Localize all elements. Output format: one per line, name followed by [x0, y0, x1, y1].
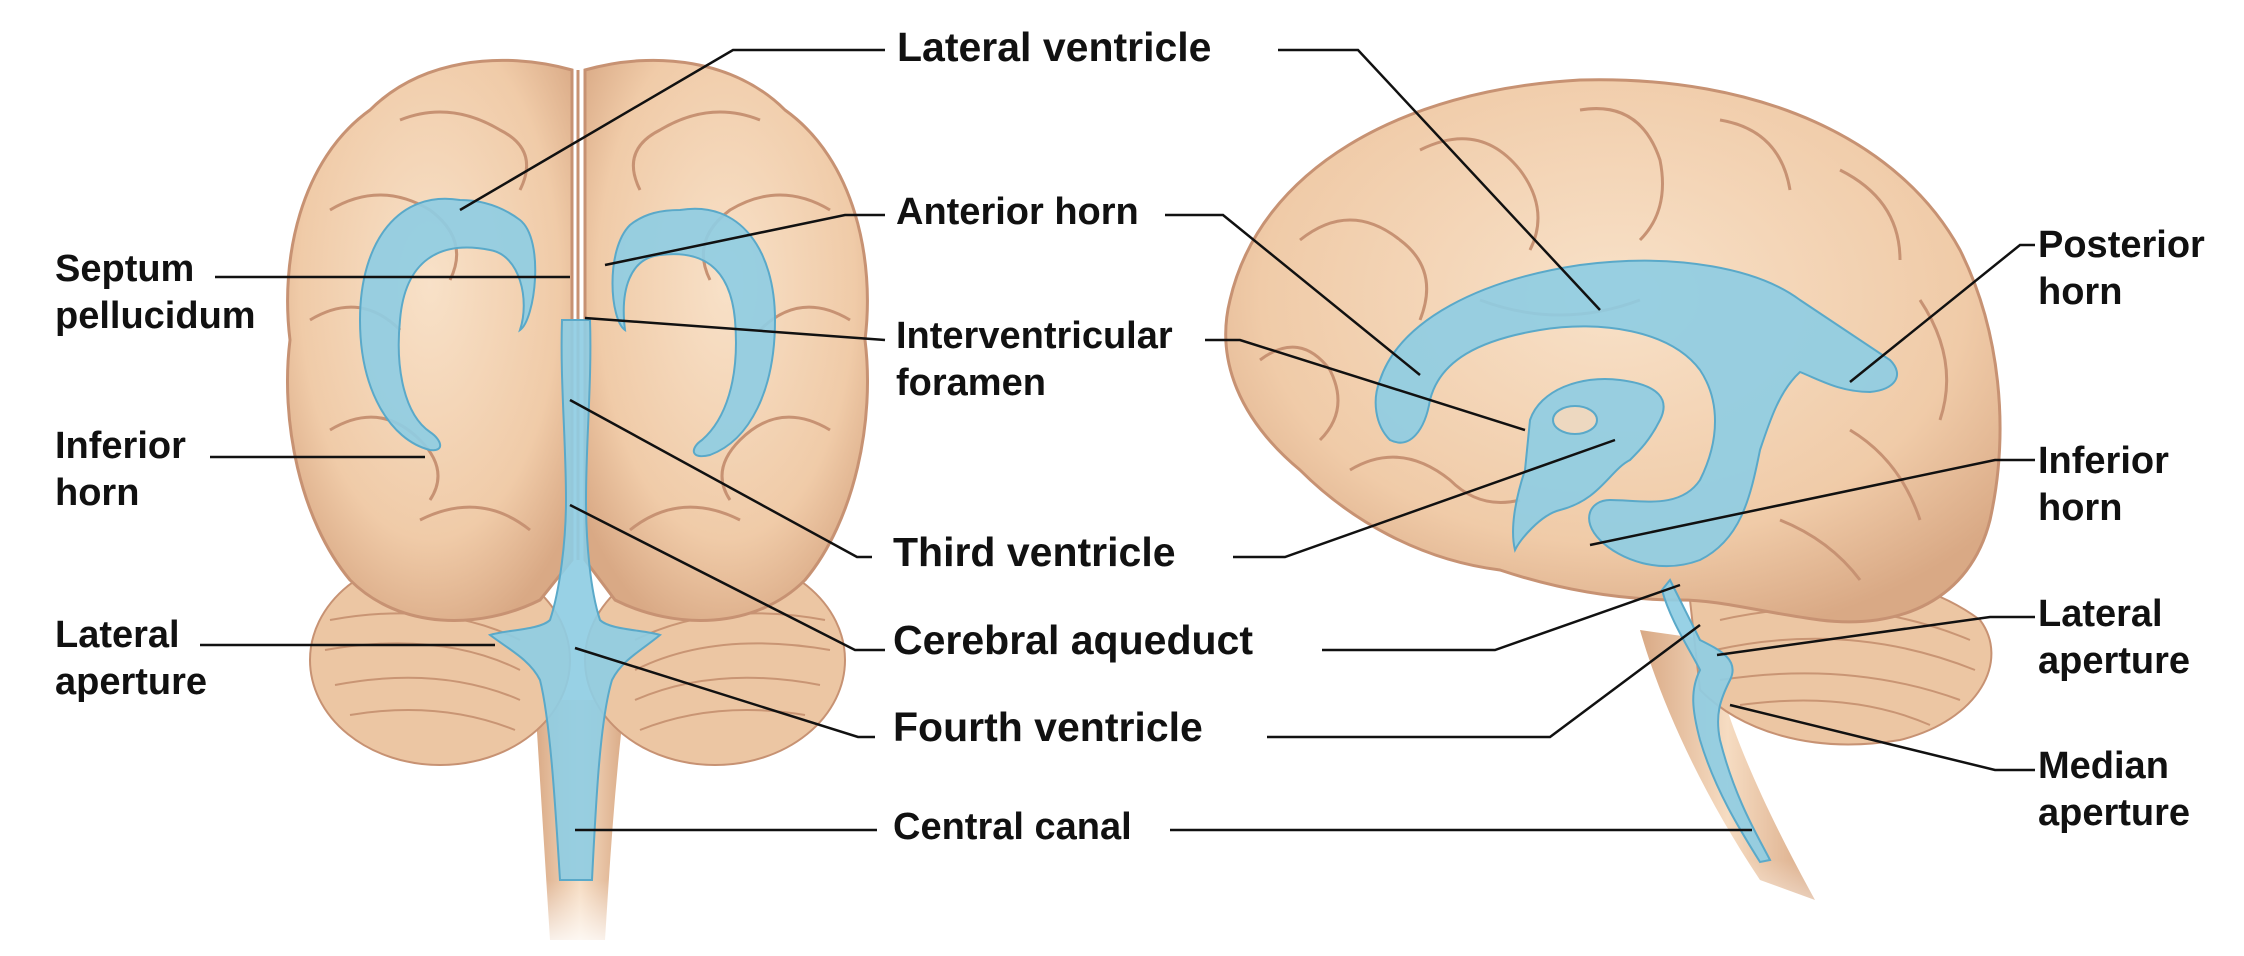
left-hemisphere [286, 58, 574, 622]
leader-inferior-horn-right [1589, 458, 2035, 547]
label-anterior-horn: Anterior horn [896, 191, 1139, 233]
brainstem-fade-anterior [520, 880, 640, 956]
lateral-ventricle-right-anterior [611, 207, 777, 458]
label-posterior-horn-1: Posterior [2038, 224, 2205, 266]
lateral-view [1224, 78, 2002, 956]
leader-fourth-ventricle-left [574, 646, 875, 739]
cerebrum-lateral [1224, 78, 2002, 624]
label-lateral-ventricle: Lateral ventricle [897, 24, 1212, 70]
label-cerebral-aqueduct: Cerebral aqueduct [893, 617, 1253, 663]
label-septum-1: Septum [55, 248, 195, 290]
label-lateral-aperture-right-1: Lateral [2038, 593, 2163, 635]
ventricles-anterior [358, 197, 777, 881]
label-median-aperture-1: Median [2038, 745, 2169, 787]
ventricles-lateral [1374, 259, 1899, 864]
leader-interventricular-right [1205, 338, 1526, 432]
label-inferior-horn-left-1: Inferior [55, 425, 186, 467]
lateral-ventricle-lateral-view [1374, 259, 1899, 568]
leader-cerebral-aqueduct-left [569, 503, 885, 652]
label-central-canal: Central canal [893, 806, 1132, 848]
label-septum-2: pellucidum [55, 295, 256, 337]
leader-lines [200, 48, 2035, 832]
leader-third-ventricle-left [569, 398, 872, 559]
label-inferior-horn-right-2: horn [2038, 487, 2123, 529]
leader-lateral-ventricle-right [1278, 48, 1601, 311]
leader-fourth-ventricle-right [1267, 623, 1701, 739]
label-interventricular-foramen-1: Interventricular [896, 315, 1173, 357]
leader-anterior-horn-right [1165, 213, 1421, 376]
label-fourth-ventricle: Fourth ventricle [893, 704, 1203, 750]
label-third-ventricle: Third ventricle [893, 529, 1176, 575]
label-inferior-horn-left-2: horn [55, 472, 140, 514]
leader-anterior-horn-left [604, 213, 885, 267]
leader-posterior-horn [1849, 243, 2035, 383]
label-posterior-horn-2: horn [2038, 271, 2123, 313]
leader-median-aperture [1729, 703, 2035, 772]
label-lateral-aperture-right-2: aperture [2038, 640, 2191, 682]
label-inferior-horn-right-1: Inferior [2038, 440, 2169, 482]
anterior-view [286, 58, 869, 956]
third-ventricle-lateral-view [1512, 378, 1665, 553]
leader-lateral-ventricle-left [459, 48, 885, 212]
leader-lateral-aperture-right [1716, 615, 2035, 657]
leader-cerebral-aqueduct-right [1322, 583, 1681, 652]
right-hemisphere [583, 58, 869, 622]
lateral-ventricle-left-anterior [358, 197, 537, 452]
leader-interventricular-left [584, 316, 886, 342]
brainstem-fade-lateral [1720, 860, 1840, 956]
interventricular-foramen-lateral [1552, 405, 1598, 435]
leader-third-ventricle-right [1233, 438, 1616, 559]
label-median-aperture-2: aperture [2038, 792, 2191, 834]
label-lateral-aperture-left-1: Lateral [55, 614, 180, 656]
label-lateral-aperture-left-2: aperture [55, 661, 208, 703]
cerebellum-folia [324, 612, 831, 731]
label-interventricular-foramen-2: foramen [896, 362, 1046, 404]
aqueduct-fourth-lateral [1660, 578, 1772, 864]
